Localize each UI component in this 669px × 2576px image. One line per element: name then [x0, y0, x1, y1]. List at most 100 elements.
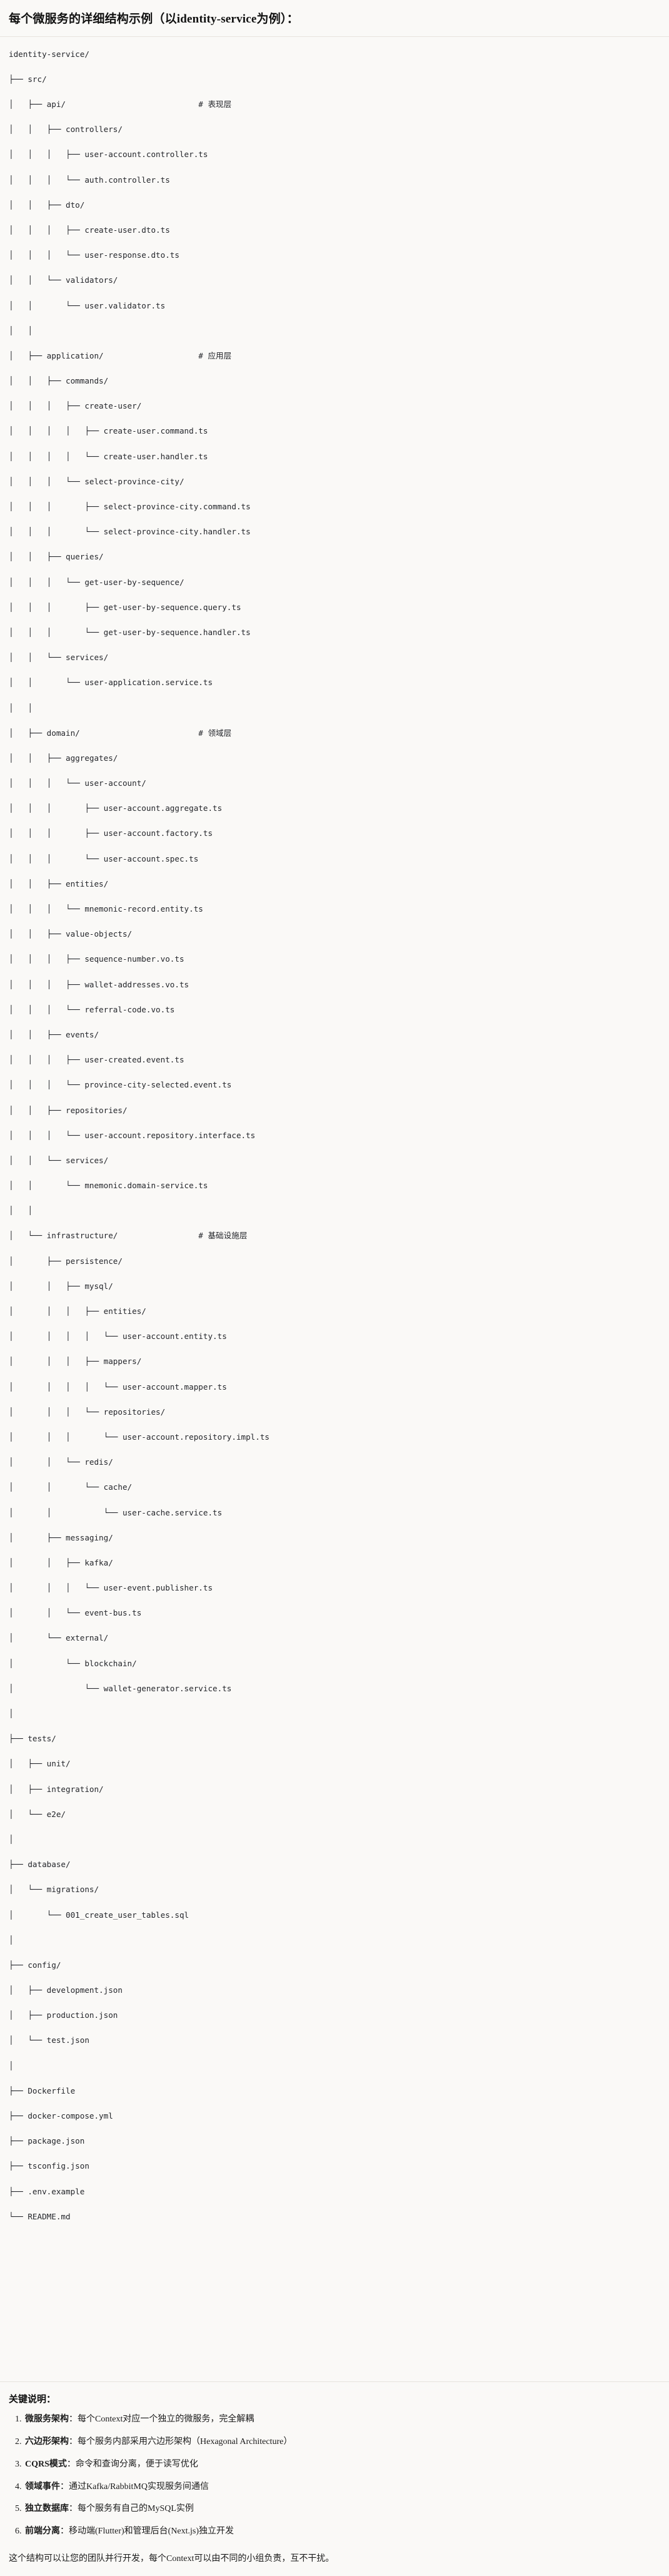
key-note-item: 微服务架构：每个Context对应一个独立的微服务，完全解耦 — [24, 2413, 660, 2426]
tree-line-path: │ │ ├── queries/ — [9, 552, 104, 562]
key-note-separator: ： — [69, 2437, 78, 2447]
tree-line: │ │ │ └── user-account.spec.ts — [9, 853, 660, 865]
tree-line: │ └── 001_create_user_tables.sql — [9, 1909, 660, 1922]
tree-line-path: │ │ │ ├── user-created.event.ts — [9, 1055, 184, 1065]
tree-line: │ │ ├── aggregates/ — [9, 752, 660, 765]
tree-line: │ │ — [9, 1204, 660, 1217]
tree-line: │ │ │ ├── create-user.dto.ts — [9, 224, 660, 237]
tree-line: │ │ │ └── select-province-city.handler.t… — [9, 526, 660, 538]
tree-line-path: │ │ └── mnemonic.domain-service.ts — [9, 1181, 208, 1191]
tree-line-path: │ │ ├── commands/ — [9, 376, 109, 386]
tree-line: │ │ │ └── province-city-selected.event.t… — [9, 1079, 660, 1091]
page-title: 每个微服务的详细结构示例（以identity-service为例）： — [9, 13, 299, 26]
tree-line-path: │ └── blockchain/ — [9, 1658, 137, 1668]
tree-line: └── README.md — [9, 2211, 660, 2223]
tree-line: │ — [9, 1833, 660, 1846]
tree-line: │ │ │ └── get-user-by-sequence/ — [9, 576, 660, 589]
tree-line-path: │ └── e2e/ — [9, 1809, 66, 1819]
tree-line: │ │ ├── repositories/ — [9, 1104, 660, 1117]
tree-line: │ ├── unit/ — [9, 1758, 660, 1770]
tree-line: │ │ │ ├── entities/ — [9, 1305, 660, 1318]
tree-line-path: │ │ │ └── mnemonic-record.entity.ts — [9, 904, 203, 914]
tree-line: │ │ │ └── mnemonic-record.entity.ts — [9, 903, 660, 915]
tree-line-path: │ │ │ └── auth.controller.ts — [9, 175, 170, 185]
key-note-separator: ： — [69, 2504, 78, 2514]
tree-line: │ │ ├── queries/ — [9, 551, 660, 563]
tree-line-path: │ │ ├── aggregates/ — [9, 753, 118, 763]
key-notes-heading: 关键说明： — [9, 2395, 56, 2405]
tree-line: │ └── test.json — [9, 2034, 660, 2047]
tree-line: │ ├── messaging/ — [9, 1532, 660, 1544]
key-note-item: 领域事件：通过Kafka/RabbitMQ实现服务间通信 — [24, 2480, 660, 2494]
tree-line: ├── tests/ — [9, 1733, 660, 1745]
tree-line-path: │ — [9, 1709, 14, 1719]
key-note-term: 独立数据库 — [25, 2504, 69, 2514]
tree-line: │ │ └── mnemonic.domain-service.ts — [9, 1179, 660, 1192]
tree-line: │ │ │ └── repositories/ — [9, 1406, 660, 1418]
key-note-separator: ： — [60, 2526, 69, 2536]
tree-line-path: │ │ ├── controllers/ — [9, 125, 123, 135]
tree-line: ├── tsconfig.json — [9, 2160, 660, 2172]
tree-line-path: │ │ ├── events/ — [9, 1029, 99, 1039]
tree-line-path: ├── tests/ — [9, 1734, 56, 1744]
tree-line: │ │ │ ├── get-user-by-sequence.query.ts — [9, 601, 660, 614]
tree-line-path: │ └── test.json — [9, 2035, 89, 2045]
tree-line: │ │ │ └── select-province-city/ — [9, 476, 660, 488]
tree-line: │ ├── api/ # 表现层 — [9, 98, 660, 111]
tree-line-path: └── README.md — [9, 2211, 71, 2221]
tree-line: │ │ └── services/ — [9, 1154, 660, 1167]
tree-line-path: ├── package.json — [9, 2136, 85, 2146]
tree-line-path: │ │ │ └── select-province-city.handler.t… — [9, 527, 251, 537]
closing-paragraph: 这个结构可以让您的团队并行开发，每个Context可以由不同的小组负责，互不干扰… — [0, 2548, 669, 2576]
key-notes-list: 微服务架构：每个Context对应一个独立的微服务，完全解耦六边形架构：每个服务… — [9, 2413, 660, 2538]
tree-line: │ │ ├── mysql/ — [9, 1280, 660, 1293]
tree-line-path: │ │ │ │ └── user-account.mapper.ts — [9, 1382, 227, 1392]
tree-line-path: │ │ │ │ └── user-account.entity.ts — [9, 1331, 227, 1341]
tree-line: │ │ — [9, 702, 660, 715]
tree-line: │ │ │ ├── create-user/ — [9, 400, 660, 412]
tree-line-path: │ │ └── user-application.service.ts — [9, 678, 213, 688]
tree-line-path: │ │ │ └── get-user-by-sequence.handler.t… — [9, 627, 251, 637]
tree-line: │ │ │ └── get-user-by-sequence.handler.t… — [9, 626, 660, 639]
tree-line-path: ├── tsconfig.json — [9, 2161, 89, 2171]
key-note-description: 每个Context对应一个独立的微服务，完全解耦 — [78, 2415, 254, 2425]
title-bar: 每个微服务的详细结构示例（以identity-service为例）： — [0, 0, 669, 37]
tree-line: ├── database/ — [9, 1858, 660, 1871]
tree-line-path: │ │ — [9, 325, 33, 335]
tree-line: │ │ └── validators/ — [9, 274, 660, 287]
tree-line-path: │ │ │ └── repositories/ — [9, 1407, 166, 1417]
tree-line: │ │ └── user.validator.ts — [9, 300, 660, 312]
tree-line: │ ├── integration/ — [9, 1783, 660, 1796]
tree-line: ├── .env.example — [9, 2186, 660, 2198]
tree-line-path: │ └── wallet-generator.service.ts — [9, 1683, 232, 1693]
tree-line-path: │ │ │ ├── sequence-number.vo.ts — [9, 954, 184, 964]
directory-tree: identity-service/ ├── src/ │ ├── api/ # … — [9, 48, 660, 2223]
tree-line-path: │ │ └── validators/ — [9, 275, 118, 285]
tree-line: │ │ └── cache/ — [9, 1481, 660, 1494]
tree-line: │ └── external/ — [9, 1632, 660, 1644]
key-note-term: 六边形架构 — [25, 2437, 69, 2447]
key-note-term: 领域事件 — [25, 2482, 60, 2492]
tree-line-path: │ ├── unit/ — [9, 1759, 71, 1769]
tree-line-path: │ ├── domain/ — [9, 728, 199, 738]
tree-line: │ │ │ ├── mappers/ — [9, 1355, 660, 1368]
tree-line-path: │ ├── development.json — [9, 1985, 123, 1995]
tree-line-path: │ │ │ └── province-city-selected.event.t… — [9, 1080, 232, 1090]
tree-line-path: │ — [9, 2060, 14, 2070]
tree-line-path: │ │ └── cache/ — [9, 1482, 133, 1492]
tree-line-path: │ │ │ └── user-account/ — [9, 778, 146, 788]
tree-line-path: │ │ │ ├── user-account.controller.ts — [9, 150, 208, 160]
tree-line: │ │ ├── commands/ — [9, 375, 660, 387]
tree-line-path: │ │ └── services/ — [9, 653, 109, 663]
key-note-description: 移动端(Flutter)和管理后台(Next.js)独立开发 — [69, 2526, 234, 2536]
tree-line: │ │ │ ├── user-account.factory.ts — [9, 827, 660, 840]
tree-line: │ │ │ ├── select-province-city.command.t… — [9, 501, 660, 513]
tree-line-path: │ │ │ ├── entities/ — [9, 1306, 146, 1316]
tree-line-path: │ │ └── redis/ — [9, 1457, 113, 1467]
tree-line: ├── src/ — [9, 73, 660, 86]
tree-line: │ │ │ └── user-event.publisher.ts — [9, 1582, 660, 1594]
tree-line-path: │ └── infrastructure/ — [9, 1231, 199, 1241]
tree-line: │ └── wallet-generator.service.ts — [9, 1683, 660, 1695]
tree-line: │ │ ├── kafka/ — [9, 1557, 660, 1569]
tree-line-path: │ │ │ ├── wallet-addresses.vo.ts — [9, 979, 189, 989]
